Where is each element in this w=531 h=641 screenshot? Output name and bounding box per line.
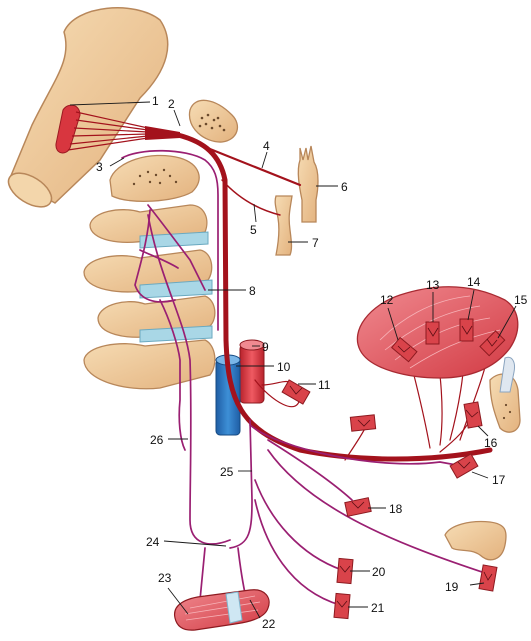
muscle-box-20 bbox=[336, 557, 354, 585]
label-13: 13 bbox=[426, 278, 440, 292]
label-5: 5 bbox=[250, 223, 257, 237]
label-15: 15 bbox=[514, 293, 528, 307]
muscle-box-mid bbox=[349, 414, 377, 432]
label-17: 17 bbox=[492, 473, 506, 487]
muscle-boxes bbox=[281, 318, 506, 620]
label-23: 23 bbox=[158, 571, 172, 585]
label-20: 20 bbox=[372, 565, 386, 579]
muscle-box-12 bbox=[391, 336, 418, 363]
muscle-box-18 bbox=[344, 497, 372, 517]
label-24: 24 bbox=[146, 535, 160, 549]
ganglion bbox=[145, 126, 180, 140]
artery-9 bbox=[239, 339, 265, 404]
bone-pores-2 bbox=[198, 113, 226, 132]
muscle-box-marks bbox=[289, 325, 498, 608]
muscle-box-21 bbox=[333, 592, 351, 620]
small-bone-2 bbox=[188, 99, 239, 143]
vertebral-column bbox=[83, 154, 216, 390]
structure-6 bbox=[297, 145, 319, 223]
label-18: 18 bbox=[389, 502, 403, 516]
label-25: 25 bbox=[220, 465, 234, 479]
label-8: 8 bbox=[249, 284, 256, 298]
label-2: 2 bbox=[168, 97, 175, 111]
label-1: 1 bbox=[152, 94, 159, 108]
label-9: 9 bbox=[262, 340, 269, 354]
label-12: 12 bbox=[380, 293, 394, 307]
hyoid-bone bbox=[489, 356, 521, 433]
label-4: 4 bbox=[263, 139, 270, 153]
label-22: 22 bbox=[262, 617, 276, 631]
muscle-box-19 bbox=[478, 564, 498, 592]
label-19: 19 bbox=[445, 580, 459, 594]
label-26: 26 bbox=[150, 433, 164, 447]
label-11: 11 bbox=[318, 378, 331, 392]
label-16: 16 bbox=[484, 436, 498, 450]
label-7: 7 bbox=[312, 236, 319, 250]
structure-7 bbox=[274, 195, 293, 256]
nerve-rootlets bbox=[67, 111, 149, 151]
muscle-box-16 bbox=[463, 401, 483, 429]
skull-bone bbox=[7, 7, 169, 208]
label-14: 14 bbox=[467, 275, 481, 289]
muscle-box-11 bbox=[281, 379, 311, 405]
label-10: 10 bbox=[277, 360, 291, 374]
nucleus-muscle bbox=[55, 104, 81, 154]
muscle-box-17 bbox=[449, 453, 479, 479]
limb-muscle bbox=[174, 589, 270, 631]
mandible-bone bbox=[444, 520, 507, 561]
label-21: 21 bbox=[371, 601, 385, 615]
muscle-box-13 bbox=[425, 321, 440, 345]
label-3: 3 bbox=[96, 160, 103, 174]
purple-nerve-network bbox=[121, 149, 489, 606]
label-6: 6 bbox=[341, 180, 348, 194]
muscle-box-14 bbox=[459, 318, 474, 342]
leader-lines bbox=[69, 101, 517, 619]
